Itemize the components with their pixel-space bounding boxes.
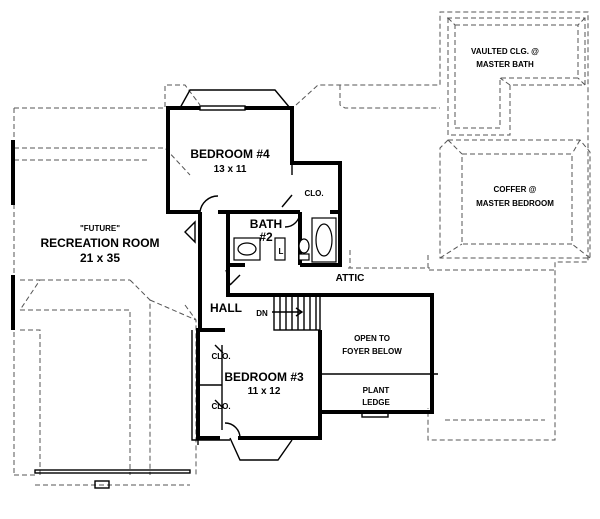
bedroom4-label: BEDROOM #4 [190, 147, 270, 161]
plant-label: PLANT [363, 386, 390, 395]
bath2-number: #2 [259, 230, 273, 244]
master-bedroom-label: MASTER BEDROOM [476, 199, 554, 208]
plant-ledge [320, 372, 438, 418]
stair-down-label: DN [256, 309, 268, 318]
coffer-outline [439, 139, 591, 259]
bedroom4-size: 13 x 11 [214, 164, 247, 175]
recreation-future-label: "FUTURE" [80, 224, 120, 233]
recreation-room-label: RECREATION ROOM [40, 236, 159, 250]
master-bath-label: MASTER BATH [476, 60, 534, 69]
stair [272, 294, 321, 331]
attic-label: ATTIC [336, 273, 365, 284]
bedroom4-walls [166, 89, 294, 214]
hall-label: HALL [210, 301, 242, 315]
bedroom4-closet-label: CLO. [304, 189, 323, 198]
linen-label: L [279, 247, 284, 256]
bedroom3-walls [191, 328, 322, 461]
vaulted-ceiling-label: VAULTED CLG. @ [471, 47, 539, 56]
bath-fixtures [233, 217, 337, 263]
open-to-label: OPEN TO [354, 334, 390, 343]
bedroom3-closet-top-label: CLO. [211, 352, 230, 361]
foyer-below-label: FOYER BELOW [342, 347, 402, 356]
ledge-label: LEDGE [362, 398, 390, 407]
coffer-label: COFFER @ [494, 185, 537, 194]
bedroom3-label: BEDROOM #3 [224, 370, 304, 384]
bath2-label: BATH [250, 217, 282, 231]
bedroom3-size: 11 x 12 [248, 386, 281, 397]
vaulted-ceiling-outline [447, 17, 586, 136]
recreation-room-size: 21 x 35 [80, 251, 120, 265]
window-markers [34, 105, 246, 489]
roof-outline [13, 11, 589, 486]
door-swings [184, 194, 301, 439]
bedroom3-closet-bottom-label: CLO. [211, 402, 230, 411]
